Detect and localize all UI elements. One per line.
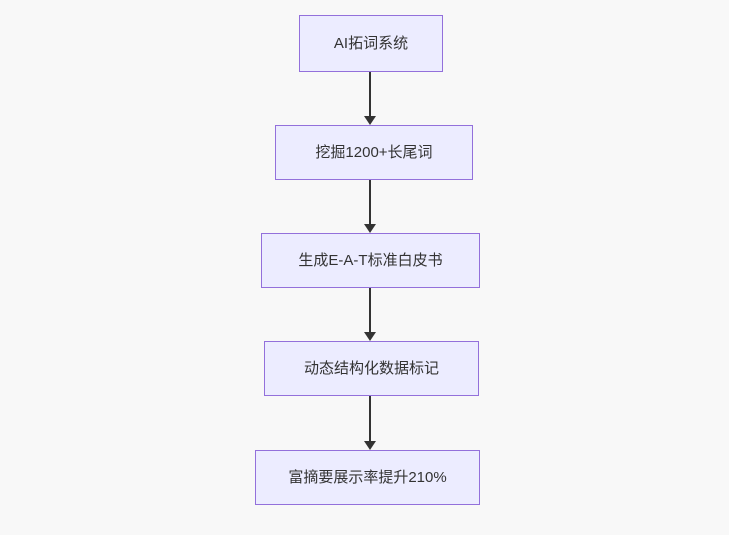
flow-node-label: AI拓词系统 — [333, 35, 409, 52]
arrow-down-icon — [364, 224, 376, 233]
flow-node-label: 动态结构化数据标记 — [303, 360, 439, 377]
flow-node-structured-data-markup: 动态结构化数据标记 — [264, 341, 479, 396]
edge-n1-n2-line — [369, 72, 371, 116]
arrow-down-icon — [364, 441, 376, 450]
flow-node-label: 富摘要展示率提升210% — [288, 469, 447, 486]
edge-n2-n3-line — [369, 180, 371, 224]
flow-node-label: 挖掘1200+长尾词 — [315, 144, 433, 161]
edge-n4-n5-line — [369, 396, 371, 441]
flow-node-label: 生成E-A-T标准白皮书 — [298, 252, 443, 269]
flow-node-rich-snippet-result: 富摘要展示率提升210% — [255, 450, 480, 505]
arrow-down-icon — [364, 332, 376, 341]
flow-node-ai-keyword-system: AI拓词系统 — [299, 15, 443, 72]
edge-n3-n4-line — [369, 288, 371, 332]
arrow-down-icon — [364, 116, 376, 125]
flow-node-longtail-mining: 挖掘1200+长尾词 — [275, 125, 473, 180]
flow-node-eat-whitepaper: 生成E-A-T标准白皮书 — [261, 233, 480, 288]
